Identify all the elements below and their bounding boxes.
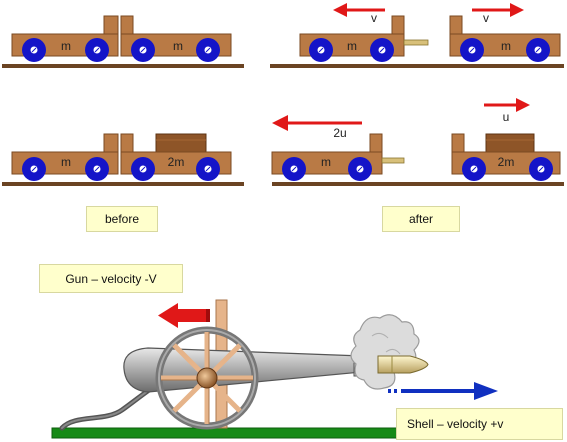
cannon-wheel-icon xyxy=(155,326,259,430)
smoke-cloud xyxy=(350,314,420,390)
spring-plunger xyxy=(381,157,405,164)
cart-left: m xyxy=(11,133,119,181)
wheel-icon xyxy=(529,157,553,181)
wheel-icon xyxy=(196,157,220,181)
velocity-arrow-left xyxy=(272,115,362,131)
spring-plunger xyxy=(403,39,429,46)
wheel-icon xyxy=(370,38,394,62)
extra-mass-block xyxy=(485,133,535,153)
ground xyxy=(51,427,401,439)
mass-label: m xyxy=(61,39,71,53)
mass-label: m xyxy=(501,39,511,53)
before-caption: before xyxy=(86,206,158,232)
rail xyxy=(2,64,244,68)
wheel-icon xyxy=(348,157,372,181)
mass-label: 2m xyxy=(498,155,515,169)
cart-left: m v xyxy=(299,3,429,62)
mass-label: m xyxy=(173,39,183,53)
velocity-label: 2u xyxy=(333,126,346,140)
recoil-arrow xyxy=(158,303,210,328)
wheel-icon xyxy=(526,38,550,62)
cart-left: m 2u xyxy=(271,115,405,181)
velocity-arrow-right xyxy=(484,98,530,112)
cart-right: m xyxy=(120,15,232,62)
bottom-before-scene: m 2m xyxy=(2,133,244,186)
cart-right: 2m xyxy=(120,133,232,181)
wheel-icon xyxy=(22,38,46,62)
wheel-icon xyxy=(85,157,109,181)
rail xyxy=(2,182,244,186)
rail xyxy=(272,182,564,186)
wheel-icon xyxy=(282,157,306,181)
shell-velocity-label: Shell – velocity +v xyxy=(396,408,563,440)
shell-velocity-arrow xyxy=(388,382,498,400)
wheel-icon xyxy=(460,38,484,62)
velocity-arrow-right xyxy=(472,3,524,17)
gun-velocity-label: Gun – velocity -V xyxy=(39,264,183,293)
top-after-scene: m v m v xyxy=(270,3,564,68)
shell-projectile xyxy=(377,355,429,374)
after-caption: after xyxy=(382,206,460,232)
velocity-arrow-left xyxy=(333,3,385,17)
cart-right: m v xyxy=(449,3,561,62)
mass-label: 2m xyxy=(168,155,185,169)
cart-right: 2m u xyxy=(451,98,561,181)
mass-label: m xyxy=(61,155,71,169)
rail xyxy=(270,64,564,68)
wheel-icon xyxy=(131,38,155,62)
bottom-after-scene: m 2u 2m u xyxy=(271,98,564,186)
velocity-label: v xyxy=(483,11,489,25)
mass-label: m xyxy=(347,39,357,53)
cart-left: m xyxy=(11,15,119,62)
wheel-icon xyxy=(309,38,333,62)
cannon-scene xyxy=(51,299,498,439)
wheel-icon xyxy=(131,157,155,181)
wheel-icon xyxy=(462,157,486,181)
top-before-scene: m m xyxy=(2,15,244,68)
wheel-icon xyxy=(85,38,109,62)
velocity-label: u xyxy=(503,110,510,124)
velocity-label: v xyxy=(371,11,377,25)
mass-label: m xyxy=(321,155,331,169)
wheel-icon xyxy=(196,38,220,62)
extra-mass-block xyxy=(155,133,207,153)
wheel-icon xyxy=(22,157,46,181)
